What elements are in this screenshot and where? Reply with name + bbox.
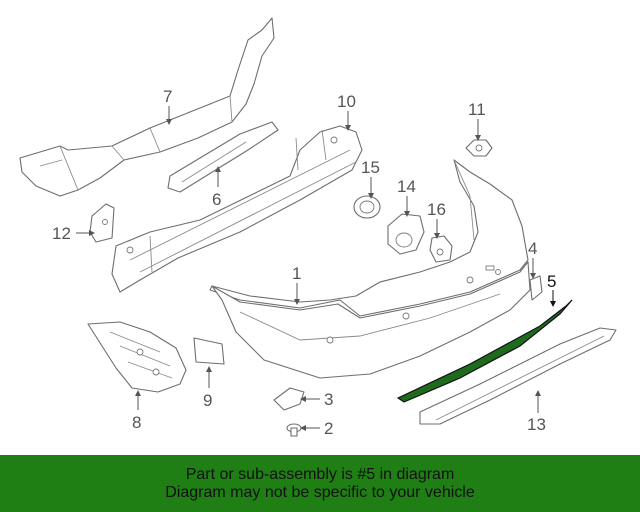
callout-8: 8 <box>132 413 141 432</box>
callout-9: 9 <box>203 391 212 410</box>
part-1-bumper-cover <box>209 159 531 379</box>
callout-11: 11 <box>468 100 486 119</box>
callout-6: 6 <box>212 190 221 209</box>
part-16-clip <box>429 235 453 263</box>
part-5-highlighted-strip[interactable] <box>396 299 573 403</box>
callout-16: 16 <box>427 200 446 219</box>
part-12-pad <box>89 203 115 243</box>
callout-5-highlighted: 5 <box>547 272 556 291</box>
callout-3: 3 <box>324 390 333 409</box>
part-13-diffuser <box>419 327 617 425</box>
part-11-nut <box>465 139 493 157</box>
part-7-bracket <box>19 17 275 197</box>
callout-15: 15 <box>361 158 380 177</box>
part-10-carrier <box>111 125 363 293</box>
callout-4: 4 <box>528 239 537 258</box>
callout-labels: 7 6 10 11 15 14 16 12 1 4 5 8 9 3 2 13 <box>52 87 556 438</box>
callout-1: 1 <box>292 264 301 283</box>
part-15-grommet <box>353 195 381 219</box>
callout-12: 12 <box>52 224 71 243</box>
part-6-strip <box>167 121 279 193</box>
part-9-pad <box>193 337 225 365</box>
callout-14: 14 <box>397 177 416 196</box>
part-3-clip <box>273 387 305 411</box>
part-4-tab <box>529 275 543 301</box>
banner-line-2: Diagram may not be specific to your vehi… <box>165 483 475 501</box>
arrowheads <box>89 119 556 431</box>
callout-13: 13 <box>527 415 546 434</box>
parts-diagram: 7 6 10 11 15 14 16 12 1 4 5 8 9 3 2 13 <box>19 17 617 438</box>
part-14-sensor <box>387 213 425 255</box>
callout-2: 2 <box>324 419 333 438</box>
callout-7: 7 <box>163 87 172 106</box>
part-2-screw <box>286 423 302 437</box>
callout-10: 10 <box>337 92 356 111</box>
banner-line-1: Part or sub-assembly is #5 in diagram <box>185 465 455 483</box>
part-8-side-bracket <box>87 321 187 393</box>
leader-lines <box>76 106 554 429</box>
info-banner: Part or sub-assembly is #5 in diagram Di… <box>0 455 640 512</box>
